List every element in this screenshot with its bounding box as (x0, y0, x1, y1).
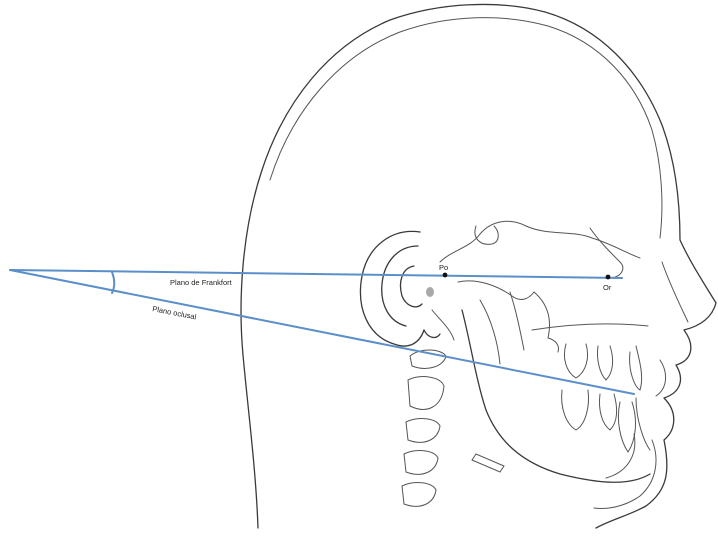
ear-canal (426, 287, 434, 297)
head-profile (241, 4, 716, 528)
lower-molar (562, 390, 589, 430)
skull-structures (432, 221, 648, 352)
porion-label: Po (439, 263, 448, 272)
nose-contour (662, 262, 688, 322)
chin-bone (606, 434, 635, 478)
reference-planes (10, 270, 634, 394)
vertebra-c2 (408, 377, 444, 410)
frankfort-plane-label: Plano de Frankfort (170, 278, 233, 287)
lower-incisor (618, 402, 635, 452)
upper-incisor (630, 346, 642, 390)
orbitale-point (606, 275, 611, 280)
occlusal-plane-line (10, 270, 634, 394)
lower-premolar (599, 394, 616, 430)
porion-point (443, 273, 448, 278)
mandible-inner (480, 300, 500, 364)
mandible-ramus-body (462, 310, 650, 482)
cervical-vertebrae (402, 350, 446, 506)
ear (360, 231, 440, 346)
upper-molar (564, 344, 587, 378)
chin-contour (594, 440, 656, 509)
vertebra-c4 (404, 451, 438, 475)
ear-lobe (424, 330, 440, 337)
lower-canine (636, 398, 650, 450)
orbit-contour (590, 228, 623, 278)
lip-contour (656, 360, 666, 396)
ear-helix (360, 231, 424, 346)
pterygoid (510, 292, 524, 350)
angle-arc (112, 272, 114, 293)
frankfort-plane-line (10, 270, 622, 278)
upper-premolar (597, 346, 612, 380)
teeth (562, 344, 650, 452)
vertebra-c3 (406, 419, 440, 443)
maxilla-contour (534, 292, 559, 352)
head-outer-contour (241, 4, 716, 528)
zygoma (458, 281, 534, 300)
skull-inner-contour (270, 18, 662, 238)
sella-turcica (475, 226, 498, 244)
mastoid-process (432, 310, 454, 340)
cranial-base (440, 221, 640, 262)
orbitale-label: Or (603, 283, 612, 292)
ear-inner (401, 266, 423, 307)
hyoid (472, 454, 504, 472)
vertebra-c5 (402, 483, 436, 507)
